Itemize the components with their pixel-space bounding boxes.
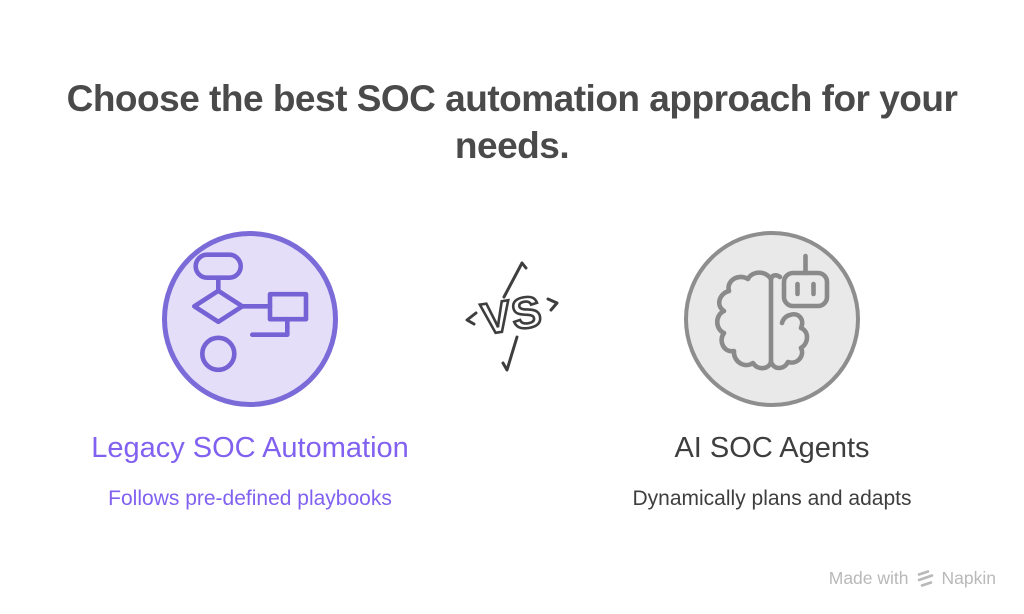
legacy-soc-circle <box>162 231 338 407</box>
watermark: Made with Napkin <box>829 568 996 589</box>
napkin-logo-icon <box>916 569 935 588</box>
vs-bolt-strokes <box>465 261 559 372</box>
vs-badge: VS <box>460 256 564 378</box>
watermark-prefix: Made with <box>828 568 909 588</box>
page-title: Choose the best SOC automation approach … <box>66 78 958 166</box>
watermark-brand: Napkin <box>941 568 996 588</box>
ai-soc-description: Dynamically plans and adapts <box>632 487 912 510</box>
comparison-right-column: AI SOC Agents Dynamically plans and adap… <box>592 231 952 511</box>
ai-soc-label: AI SOC Agents <box>674 432 870 464</box>
legacy-soc-label: Legacy SOC Automation <box>91 432 409 464</box>
flowchart-icon <box>175 242 325 397</box>
vs-text: VS <box>478 287 546 345</box>
legacy-soc-description: Follows pre-defined playbooks <box>108 487 392 510</box>
comparison-left-column: Legacy SOC Automation Follows pre-define… <box>70 231 430 511</box>
ai-soc-circle <box>684 231 860 407</box>
brain-robot-icon <box>692 237 852 402</box>
